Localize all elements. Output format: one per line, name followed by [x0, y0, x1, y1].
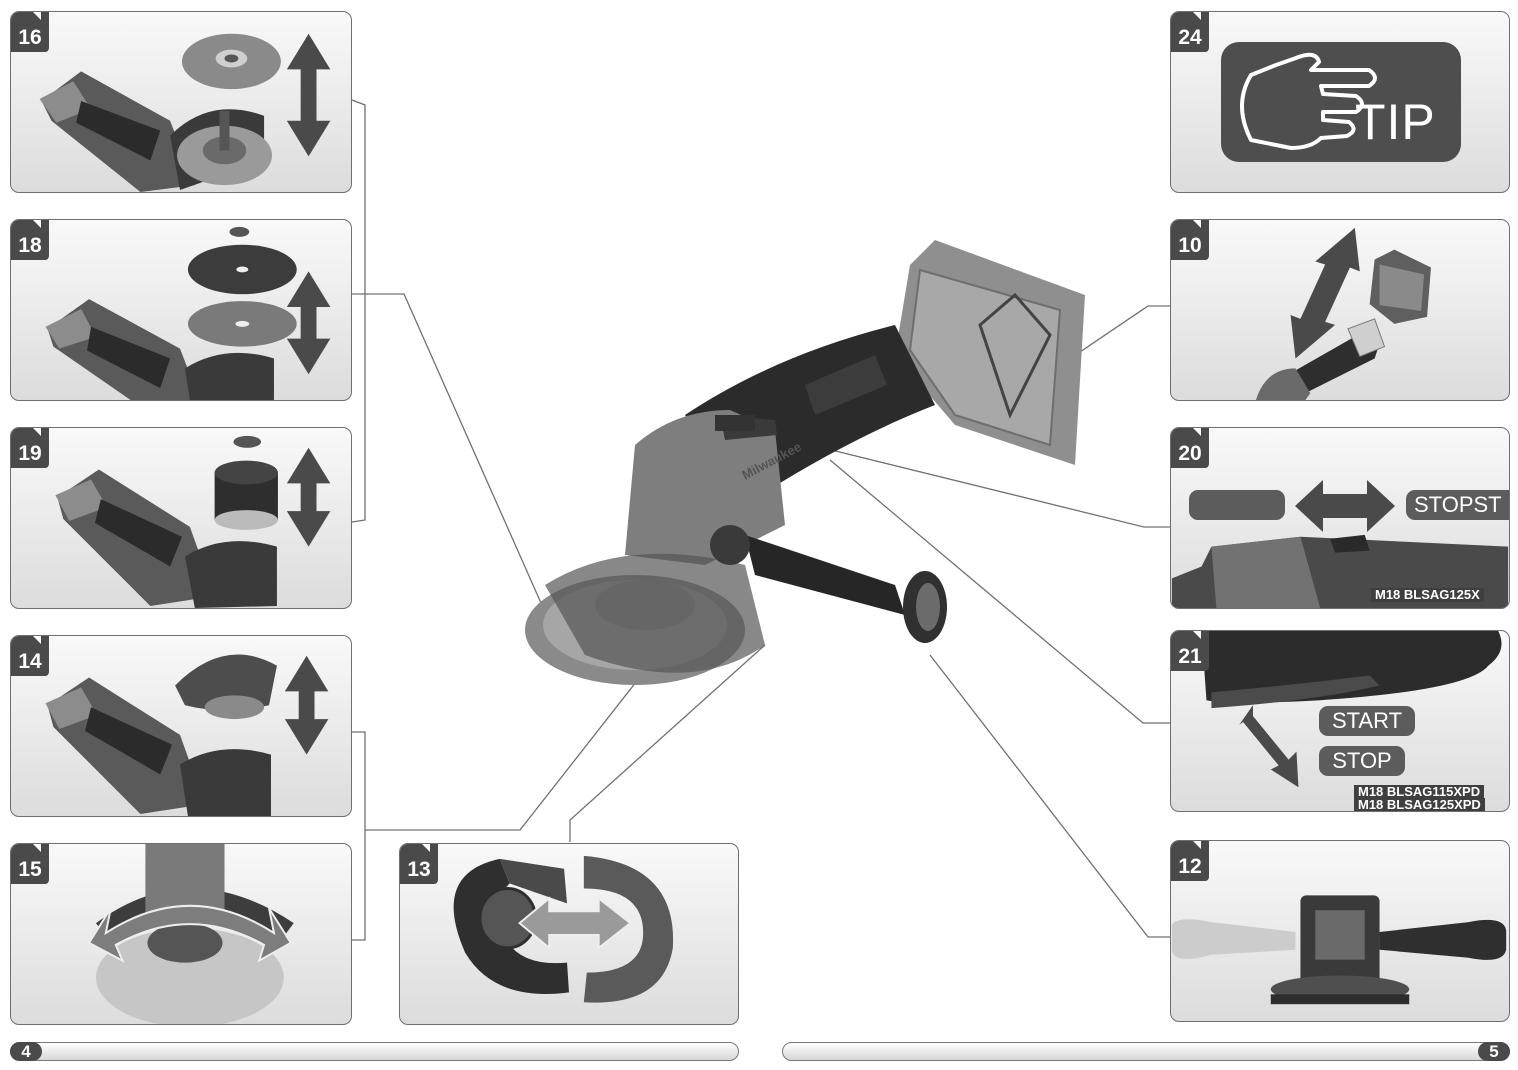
- figure-number: 15: [11, 844, 49, 884]
- side-handle-mounting-illustration: [1171, 895, 1507, 1005]
- figure-number: 19: [11, 428, 49, 468]
- model-label: M18 BLSAG125X: [1371, 588, 1484, 602]
- guard-rotation-illustration: [87, 844, 294, 1024]
- figure-number: 24: [1171, 12, 1209, 52]
- figure-20-panel: STOPST M18 BLSAG125X 20: [1170, 427, 1510, 609]
- switch-position-blank-label: [1189, 490, 1285, 520]
- figure-10-panel: 10: [1170, 219, 1510, 401]
- figure-24-panel: TIP 24: [1170, 11, 1510, 193]
- figure-19-panel: 19: [10, 427, 352, 609]
- angle-grinder-illustration: Milwaukee: [525, 240, 1085, 685]
- figure-number: 18: [11, 220, 49, 260]
- start-label: START: [1319, 706, 1415, 736]
- model-label-2: M18 BLSAG125XPD: [1354, 798, 1485, 811]
- wire-brush-mounting-illustration: [55, 435, 331, 608]
- paddle-switch-illustration: [1201, 631, 1502, 788]
- guard-mounting-illustration: [45, 654, 329, 816]
- page-number-right: 5: [1478, 1041, 1510, 1061]
- figure-14-panel: 14: [10, 635, 352, 817]
- double-arrow-icon: [1295, 480, 1395, 532]
- slide-switch-illustration: [1171, 534, 1509, 608]
- right-page-footer: 5: [782, 1041, 1510, 1061]
- figure-number: 20: [1171, 428, 1209, 468]
- figure-18-panel: 18: [10, 219, 352, 401]
- left-page-footer: 4: [10, 1041, 739, 1061]
- stop-label: STOP: [1319, 746, 1405, 776]
- model-label-1: M18 BLSAG115XPD: [1354, 785, 1485, 799]
- disc-mounting-illustration: [39, 33, 331, 192]
- stop-label: STOPST: [1406, 490, 1509, 520]
- figure-13-panel: 13: [399, 843, 739, 1025]
- tip-label: TIP: [1355, 94, 1436, 150]
- figure-number: 13: [400, 844, 438, 884]
- figure-number: 21: [1171, 631, 1209, 671]
- figure-15-panel: 15: [10, 843, 352, 1025]
- page-number-left: 4: [10, 1041, 42, 1061]
- flap-disc-mounting-illustration: [45, 226, 331, 400]
- figure-number: 10: [1171, 220, 1209, 260]
- guard-swap-illustration: [453, 855, 674, 1003]
- figure-number: 12: [1171, 841, 1209, 881]
- figure-12-panel: 12: [1170, 840, 1510, 1022]
- figure-number: 14: [11, 636, 49, 676]
- battery-insertion-illustration: [1255, 227, 1431, 400]
- pointing-hand-icon: [1240, 52, 1377, 150]
- figure-number: 16: [11, 12, 49, 52]
- tip-badge: TIP: [1221, 42, 1461, 162]
- figure-16-panel: 16: [10, 11, 352, 193]
- figure-21-panel: START STOP M18 BLSAG115XPD M18 BLSAG125X…: [1170, 630, 1510, 812]
